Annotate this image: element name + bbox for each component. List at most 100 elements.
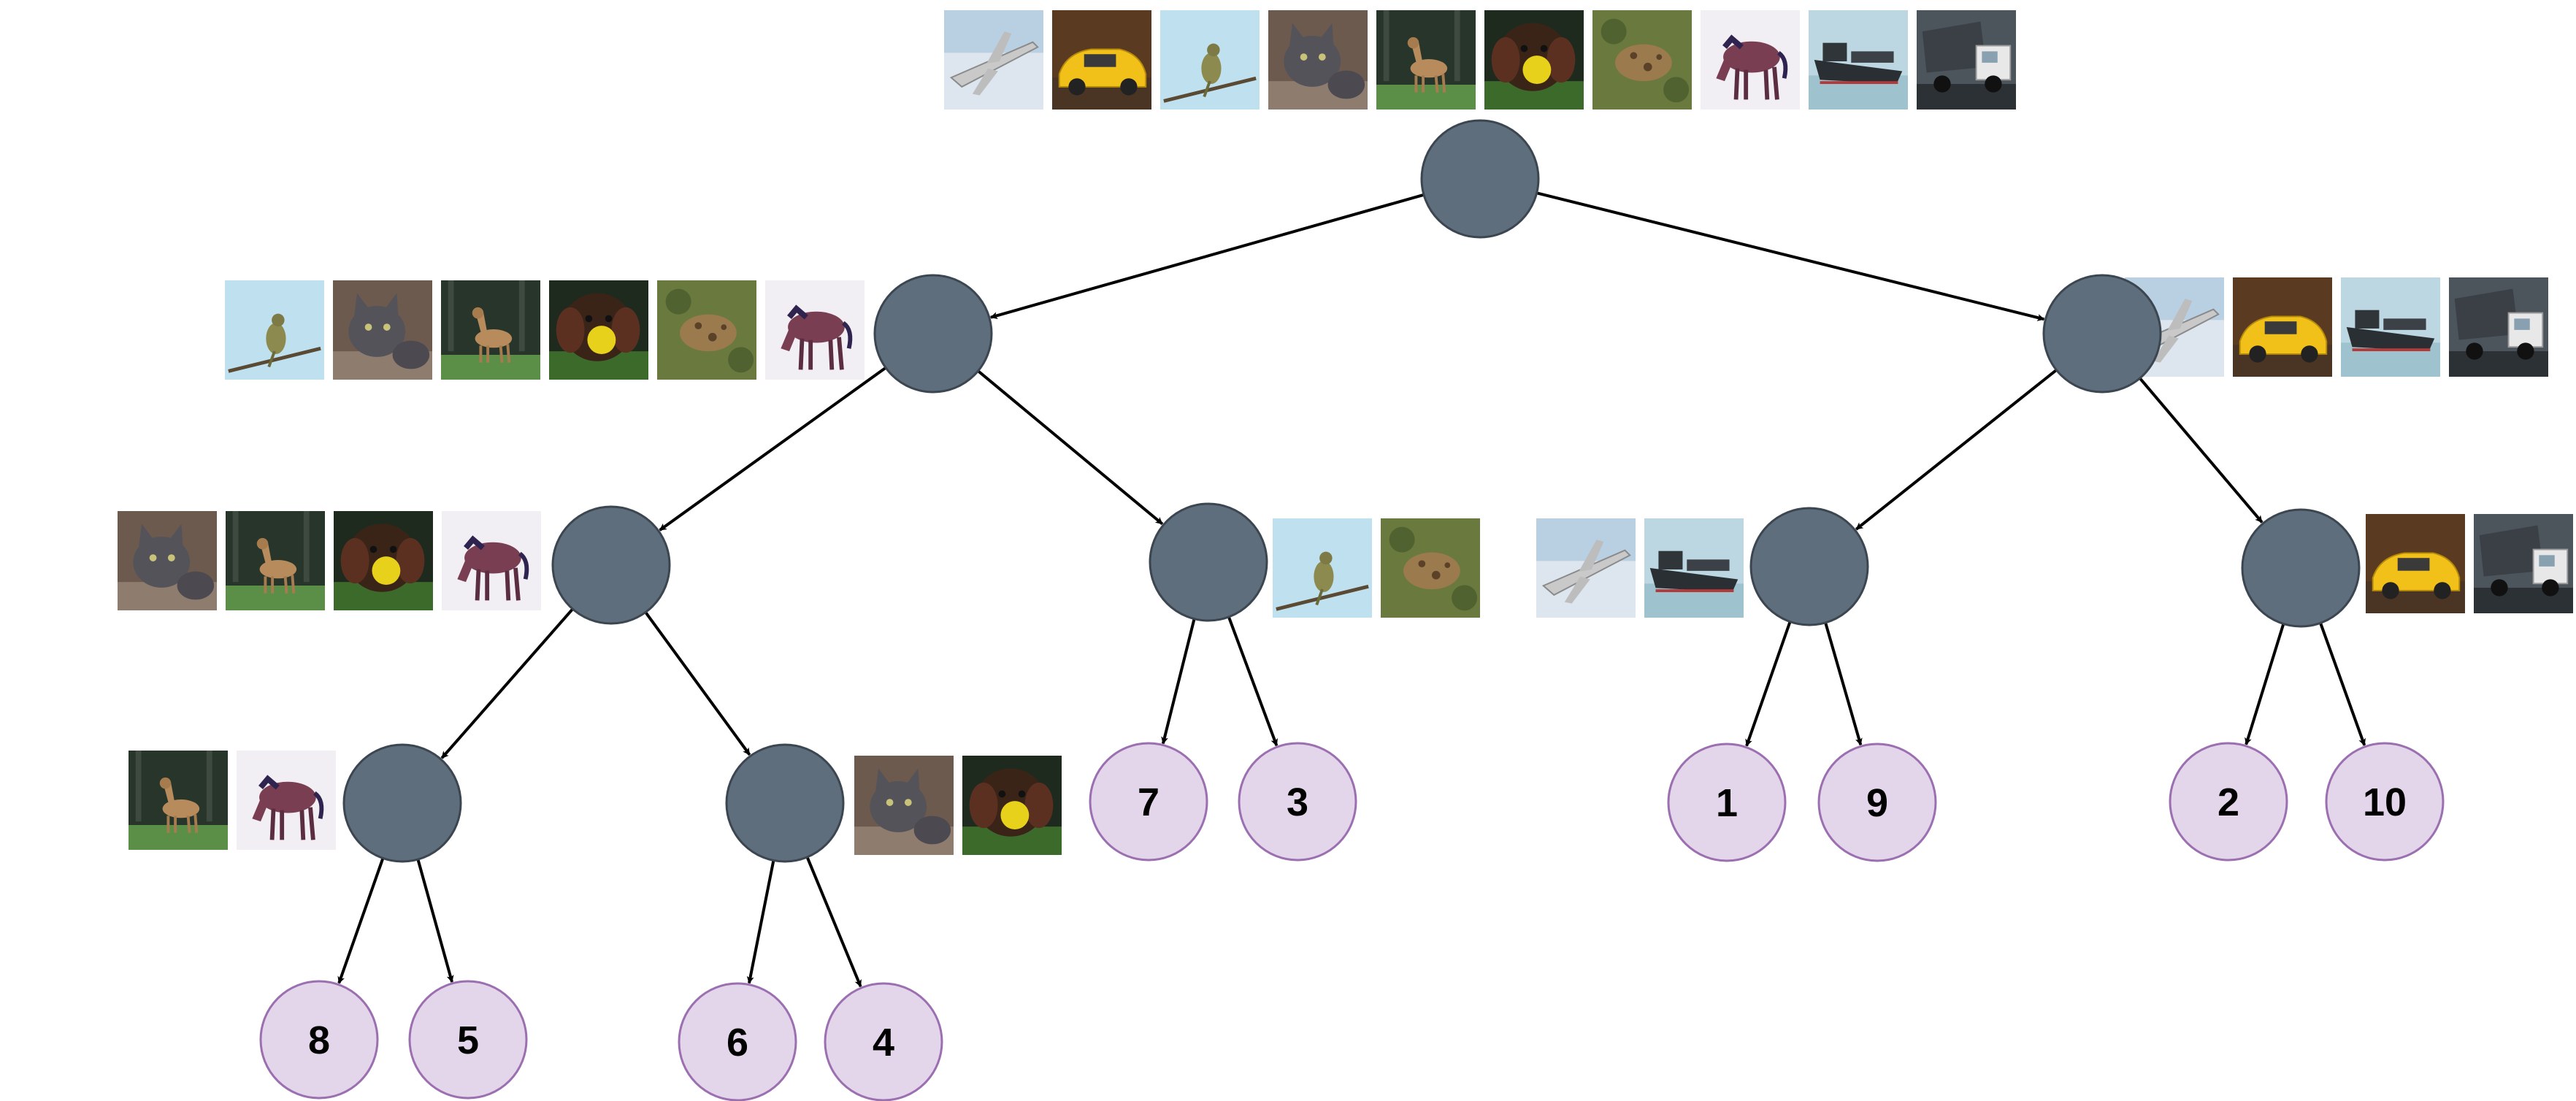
image-group-automobile-truck — [2366, 514, 2573, 613]
leaf-circle — [824, 982, 943, 1101]
leaf-node-9: 9 — [1817, 743, 1937, 862]
image-group-cat-dog — [854, 756, 1062, 855]
leaf-label: 4 — [873, 1021, 894, 1064]
thumbnail-horse — [765, 280, 865, 380]
thumbnail-airplane — [1536, 518, 1636, 618]
edge-automobile-truck-to-leaf-2 — [2245, 623, 2285, 745]
internal-node-mammals — [551, 505, 671, 625]
leaf-label: 6 — [727, 1021, 748, 1064]
leaf-label: 10 — [2363, 780, 2407, 824]
leaf-circle — [259, 980, 379, 1100]
leaf-label: 8 — [308, 1018, 330, 1062]
thumbnail-dog — [962, 756, 1062, 855]
edge-mammals-to-cat-dog — [644, 611, 751, 756]
thumbnail-bird — [1273, 518, 1372, 618]
leaf-node-5: 5 — [408, 980, 528, 1100]
thumbnail-dog — [1484, 10, 1584, 110]
thumbnail-truck — [2474, 514, 2573, 613]
thumbnail-cat — [333, 280, 432, 380]
internal-node-bird-frog — [1149, 502, 1268, 622]
leaf-circle — [1817, 743, 1937, 862]
thumbnail-ship — [1644, 518, 1744, 618]
thumbnail-deer — [226, 511, 325, 610]
leaf-circle — [678, 982, 797, 1101]
leaf-node-1: 1 — [1667, 743, 1787, 862]
internal-node-root — [1420, 119, 1540, 239]
edge-deer-horse-to-leaf-5 — [416, 859, 454, 983]
internal-node-animals — [873, 274, 993, 394]
leaf-node-4: 4 — [824, 982, 943, 1101]
edge-mammals-to-deer-horse — [440, 607, 574, 759]
thumbnail-horse — [237, 751, 336, 850]
edge-root-to-vehicles — [1536, 191, 2045, 321]
internal-node-automobile-truck — [2241, 508, 2361, 628]
edge-airplane-ship-to-leaf-1 — [1745, 621, 1792, 747]
thumbnail-automobile — [2366, 514, 2465, 613]
edge-animals-to-bird-frog — [977, 369, 1164, 526]
image-groups — [118, 10, 2573, 855]
leaf-node-8: 8 — [259, 980, 379, 1100]
leaf-circle — [1089, 742, 1208, 862]
leaf-label: 9 — [1866, 781, 1888, 825]
leaf-label: 2 — [2217, 780, 2239, 824]
thumbnail-airplane — [944, 10, 1043, 110]
leaf-circle — [2325, 742, 2445, 862]
edge-deer-horse-to-leaf-8 — [337, 857, 385, 984]
thumbnail-deer — [1376, 10, 1476, 110]
image-group-animals — [225, 280, 865, 380]
thumbnail-cat — [118, 511, 217, 610]
edge-vehicles-to-airplane-ship — [1855, 369, 2058, 531]
internal-node-cat-dog — [725, 743, 845, 863]
image-group-deer-horse — [129, 751, 336, 850]
image-group-vehicles — [2125, 277, 2548, 377]
edge-vehicles-to-automobile-truck — [2139, 377, 2263, 523]
edge-animals-to-mammals — [659, 367, 887, 532]
nodes: 8 5 6 4 7 3 1 9 2 10 — [259, 119, 2445, 1101]
leaf-label: 7 — [1138, 780, 1159, 824]
thumbnail-cat — [854, 756, 954, 855]
leaf-node-6: 6 — [678, 982, 797, 1101]
leaf-circle — [408, 980, 528, 1100]
leaf-node-10: 10 — [2325, 742, 2445, 862]
thumbnail-truck — [2449, 277, 2548, 377]
leaf-node-2: 2 — [2169, 742, 2288, 862]
thumbnail-dog — [549, 280, 648, 380]
leaf-circle — [2169, 742, 2288, 862]
edge-bird-frog-to-leaf-3 — [1227, 616, 1279, 747]
thumbnail-bird — [225, 280, 324, 380]
internal-node-vehicles — [2042, 274, 2162, 394]
thumbnail-bird — [1160, 10, 1260, 110]
thumbnail-dog — [334, 511, 433, 610]
thumbnail-horse — [1701, 10, 1800, 110]
thumbnail-automobile — [1052, 10, 1151, 110]
thumbnail-frog — [1592, 10, 1692, 110]
edges — [337, 191, 2366, 988]
leaf-node-3: 3 — [1238, 742, 1357, 862]
thumbnail-automobile — [2233, 277, 2332, 377]
thumbnail-frog — [1381, 518, 1480, 618]
edge-cat-dog-to-leaf-6 — [746, 860, 775, 984]
image-group-root — [944, 10, 2016, 110]
edge-root-to-animals — [989, 193, 1425, 320]
image-group-airplane-ship — [1536, 518, 1744, 618]
thumbnail-deer — [441, 280, 540, 380]
edge-automobile-truck-to-leaf-10 — [2319, 622, 2366, 746]
internal-node-airplane-ship — [1749, 507, 1869, 626]
edge-bird-frog-to-leaf-7 — [1161, 618, 1196, 745]
leaf-label: 3 — [1287, 780, 1308, 824]
leaf-label: 5 — [457, 1018, 479, 1062]
leaf-label: 1 — [1716, 781, 1738, 825]
thumbnail-cat — [1268, 10, 1368, 110]
thumbnail-frog — [657, 280, 756, 380]
thumbnail-truck — [1917, 10, 2016, 110]
edge-airplane-ship-to-leaf-9 — [1824, 622, 1863, 746]
thumbnail-deer — [129, 751, 228, 850]
thumbnail-horse — [442, 511, 541, 610]
leaf-circle — [1238, 742, 1357, 862]
internal-node-deer-horse — [342, 743, 462, 863]
edge-cat-dog-to-leaf-4 — [805, 856, 862, 988]
leaf-circle — [1667, 743, 1787, 862]
thumbnail-ship — [2341, 277, 2440, 377]
image-group-mammals — [118, 511, 541, 610]
